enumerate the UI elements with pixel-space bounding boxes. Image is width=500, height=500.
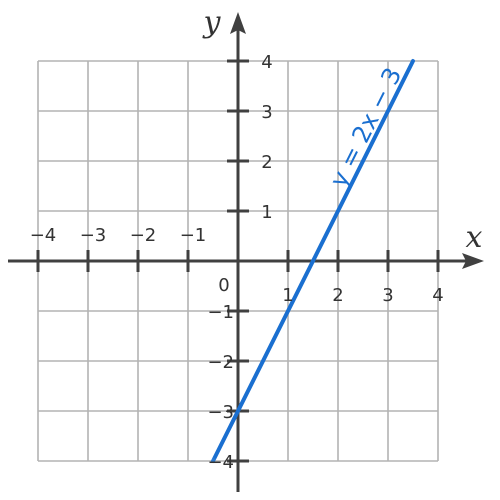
labels: −4 −3 −2 −1 1 2 3 4 4 3 2 1 −1 −2 −3 −4 0 x y y = 2x − 3 [30, 5, 483, 473]
y-tick-label: 2 [261, 152, 272, 173]
y-tick-label: 4 [261, 52, 272, 73]
x-tick-label: 2 [332, 285, 343, 306]
x-tick-label: −3 [80, 225, 107, 246]
y-tick-label: −3 [207, 402, 234, 423]
y-tick-label: −2 [207, 352, 234, 373]
y-axis-arrow-icon [230, 12, 246, 34]
ticks [36, 59, 440, 463]
y-tick-label: 3 [261, 102, 272, 123]
y-tick-label: −1 [207, 302, 234, 323]
series [211, 59, 415, 463]
x-tick-label: 1 [282, 285, 293, 306]
series-line [211, 59, 415, 463]
equation-label: y = 2x − 3 [324, 63, 407, 192]
x-tick-label: −2 [130, 225, 157, 246]
y-tick-label: 1 [261, 202, 272, 223]
x-tick-label: 3 [382, 285, 393, 306]
origin-label: 0 [218, 275, 229, 296]
y-axis-label: y [202, 5, 222, 40]
axes [8, 12, 484, 492]
x-tick-label: −4 [30, 225, 57, 246]
x-tick-label: −1 [180, 225, 207, 246]
x-axis-arrow-icon [462, 253, 484, 269]
x-axis-label: x [466, 220, 483, 255]
y-tick-label: −4 [207, 452, 234, 473]
x-tick-label: 4 [432, 285, 443, 306]
